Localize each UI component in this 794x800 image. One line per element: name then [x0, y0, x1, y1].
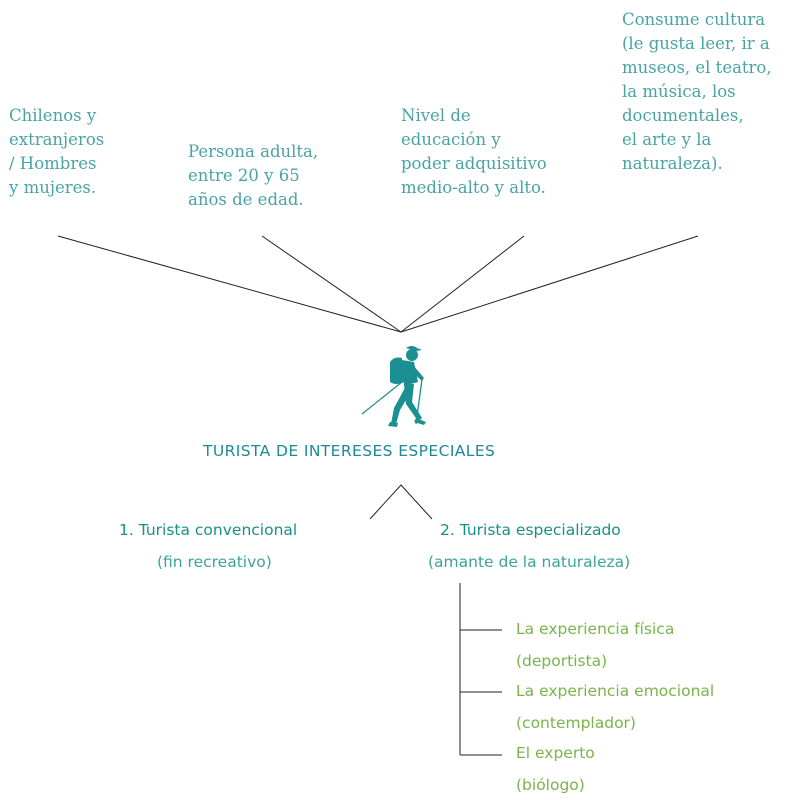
- sub-branch-expert-title: El experto: [516, 744, 595, 762]
- trait-education-income: Nivel de educación y poder adquisitivo m…: [401, 106, 547, 197]
- branch-conventional-subtitle: (fin recreativo): [157, 553, 272, 571]
- connector-trait-1: [57, 235, 402, 333]
- hiker-icon: [361, 346, 426, 427]
- sub-branch-emotional-title: La experiencia emocional: [516, 682, 715, 700]
- branch-caret: [369, 484, 433, 520]
- sub-branch-expert-subtitle: (biólogo): [516, 776, 585, 794]
- connector-trait-2: [261, 235, 402, 333]
- diagram-title: TURISTA DE INTERESES ESPECIALES: [203, 442, 496, 460]
- sub-branch-emotional-subtitle: (contemplador): [516, 714, 636, 732]
- sub-branch-physical-subtitle: (deportista): [516, 652, 608, 670]
- sub-branch-physical-title: La experiencia física: [516, 620, 675, 638]
- trait-nationality-gender: Chilenos y extranjeros / Hombres y mujer…: [9, 106, 105, 197]
- trait-age: Persona adulta, entre 20 y 65 años de ed…: [188, 142, 319, 209]
- branch-conventional-title: 1. Turista convencional: [119, 521, 298, 539]
- connector-trait-3: [400, 235, 525, 333]
- trait-culture: Consume cultura (le gusta leer, ir a mus…: [622, 10, 772, 173]
- branch-specialized-title: 2. Turista especializado: [440, 521, 621, 539]
- connector-trait-4: [400, 235, 699, 333]
- branch-specialized-subtitle: (amante de la naturaleza): [428, 553, 631, 571]
